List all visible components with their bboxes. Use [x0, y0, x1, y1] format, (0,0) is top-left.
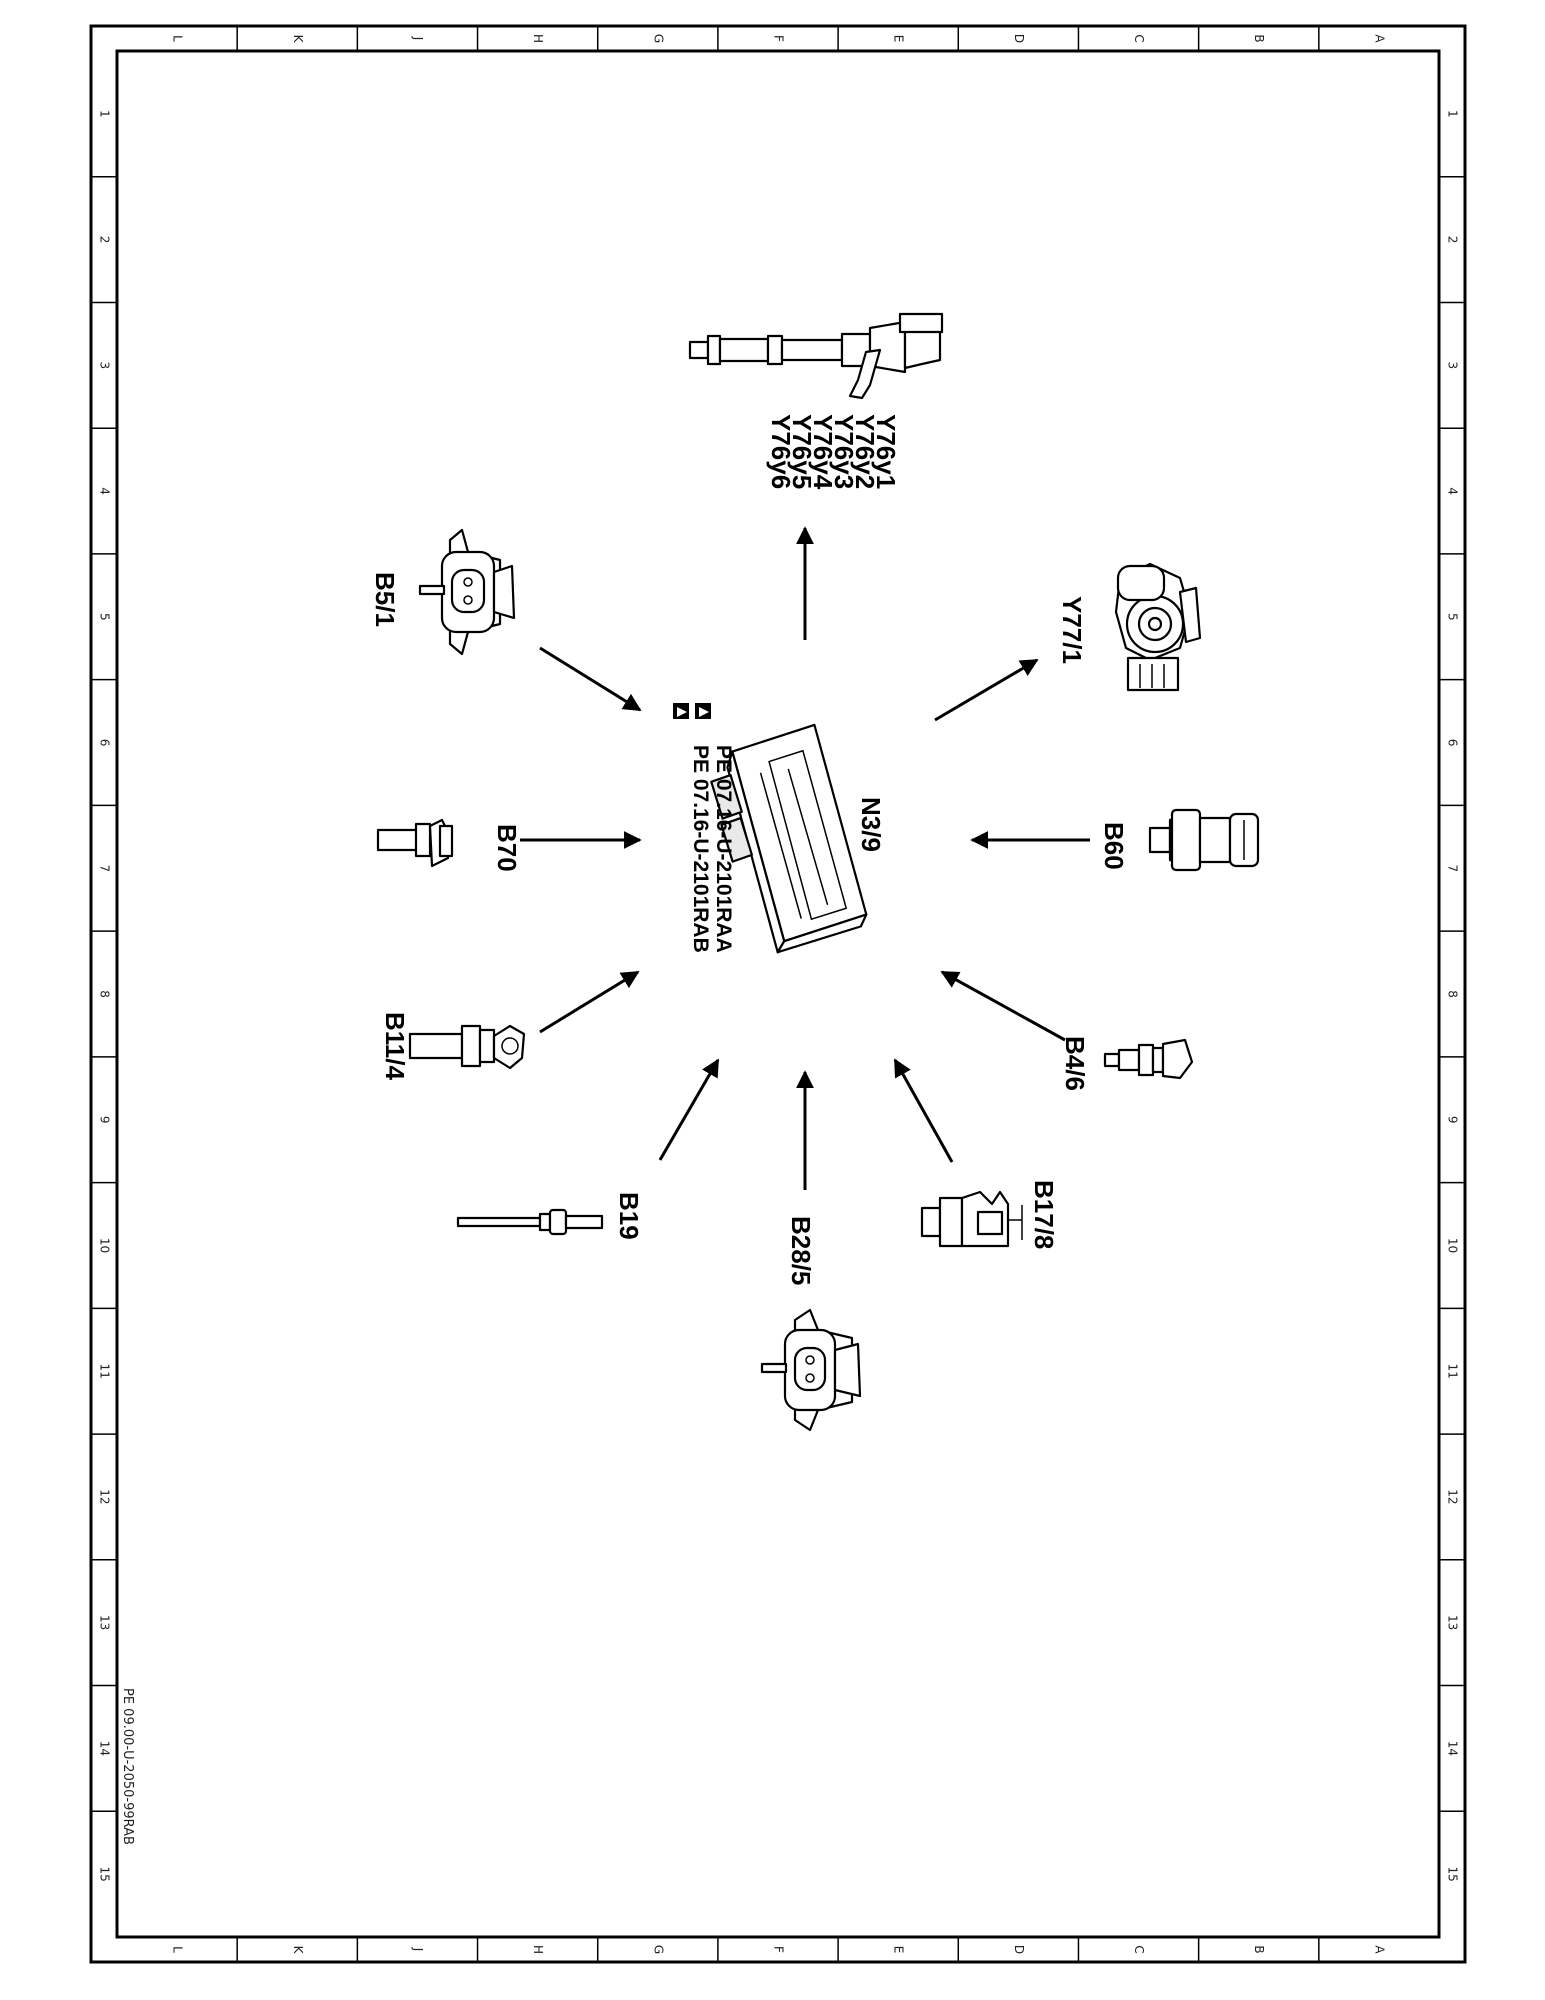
- arrow-from-b19: [658, 1058, 720, 1161]
- row-label-right: 12: [1446, 1489, 1460, 1504]
- column-label-top: H: [531, 34, 545, 43]
- injector-label-y76y3: Y76y3: [829, 414, 859, 489]
- row-label-left: 14: [98, 1741, 112, 1756]
- row-label-left: 8: [98, 990, 112, 998]
- label-y77-1: Y77/1: [1057, 596, 1087, 664]
- component-b4-6: B4/6: [1060, 1036, 1194, 1091]
- component-b19: B19: [456, 1192, 644, 1240]
- arrow-from-b17-8: [893, 1058, 954, 1163]
- row-label-right: 8: [1446, 990, 1460, 998]
- row-label-right: 3: [1446, 362, 1460, 370]
- column-label-top: E: [892, 35, 906, 43]
- row-label-left: 4: [98, 487, 112, 495]
- control-unit-ref-1: PE 07.16-U-2101RAA: [712, 745, 735, 953]
- component-b11-4: B11/4: [380, 1012, 526, 1080]
- label-b70: B70: [492, 824, 522, 872]
- column-label-top: J: [411, 36, 425, 41]
- column-label-bottom: B: [1252, 1945, 1266, 1953]
- component-b70: B70: [376, 818, 522, 872]
- injector-label-y76y2: Y76y2: [850, 414, 880, 489]
- column-label-top: G: [651, 34, 665, 43]
- control-unit-n3-9: N3/9 PE 07.16-U-2101RAA PE 07.16-U-2101R…: [673, 703, 886, 954]
- label-b17-8: B17/8: [1029, 1180, 1059, 1249]
- control-unit-ref-2: PE 07.16-U-2101RAB: [689, 745, 712, 953]
- inner-frame: [115, 49, 1441, 1939]
- column-label-bottom: F: [772, 1946, 786, 1953]
- row-label-left: 12: [98, 1489, 112, 1504]
- row-label-right: 2: [1446, 236, 1460, 244]
- arrow-from-b4-6: [940, 970, 1066, 1042]
- component-b5-1: B5/1: [370, 528, 516, 656]
- injector-label-y76y4: Y76y4: [808, 414, 838, 490]
- injector-label-y76y5: Y76y5: [787, 414, 817, 489]
- injector-label-y76y1: Y76y1: [871, 414, 901, 489]
- row-label-right: 6: [1446, 739, 1460, 747]
- column-label-top: B: [1252, 34, 1266, 42]
- label-b19: B19: [614, 1192, 644, 1240]
- column-label-top: F: [772, 35, 786, 42]
- row-label-right: 9: [1446, 1116, 1460, 1124]
- column-label-bottom: K: [291, 1946, 305, 1955]
- component-b60: B60: [1099, 808, 1260, 872]
- row-label-right: 4: [1446, 487, 1460, 495]
- column-label-top: A: [1372, 34, 1386, 43]
- row-label-left: 15: [98, 1866, 112, 1881]
- injector-labels: Y76y1 Y76y2 Y76y3 Y76y4 Y76y5 Y76y6: [766, 414, 901, 490]
- component-b17-8: B17/8: [920, 1180, 1059, 1249]
- row-label-right: 7: [1446, 864, 1460, 872]
- fuel-injector: [688, 312, 944, 400]
- label-b60: B60: [1099, 822, 1129, 870]
- row-label-left: 2: [98, 236, 112, 244]
- label-b28-5: B28/5: [786, 1216, 816, 1285]
- column-label-top: K: [291, 35, 305, 44]
- arrow-to-y77-1: [934, 658, 1039, 722]
- column-label-bottom: E: [892, 1946, 906, 1954]
- row-label-left: 5: [98, 613, 112, 621]
- column-label-bottom: H: [531, 1945, 545, 1954]
- column-label-top: C: [1132, 34, 1146, 42]
- column-label-bottom: J: [411, 1947, 425, 1952]
- row-label-left: 10: [98, 1238, 112, 1253]
- row-label-left: 9: [98, 1116, 112, 1124]
- column-label-bottom: C: [1132, 1945, 1146, 1953]
- row-label-right: 10: [1446, 1238, 1460, 1253]
- component-b28-5: B28/5: [760, 1216, 862, 1432]
- signal-arrows: [520, 526, 1090, 1190]
- row-label-left: 1: [98, 110, 112, 118]
- row-label-left: 7: [98, 864, 112, 872]
- row-label-left: 6: [98, 739, 112, 747]
- row-label-left: 11: [98, 1364, 112, 1379]
- column-label-bottom: L: [171, 1946, 185, 1953]
- column-label-bottom: D: [1012, 1945, 1026, 1954]
- column-label-bottom: A: [1372, 1945, 1386, 1954]
- row-label-right: 5: [1446, 613, 1460, 621]
- arrow-from-b5-1: [539, 646, 642, 712]
- row-label-right: 15: [1446, 1866, 1460, 1881]
- row-label-right: 14: [1446, 1741, 1460, 1756]
- reference-pointer-icon-2: [673, 703, 689, 719]
- zone-grid-ticks: [91, 26, 1465, 1962]
- label-b4-6: B4/6: [1060, 1036, 1090, 1091]
- column-label-top: L: [171, 35, 185, 42]
- row-label-right: 11: [1446, 1364, 1460, 1379]
- row-label-left: 13: [98, 1615, 112, 1630]
- component-y77-1: Y77/1: [1057, 562, 1202, 692]
- control-unit-label: N3/9: [856, 797, 886, 852]
- label-b11-4: B11/4: [380, 1012, 410, 1080]
- row-label-left: 3: [98, 362, 112, 370]
- reference-pointer-icon-1: [695, 703, 711, 719]
- row-label-right: 1: [1446, 110, 1460, 118]
- outer-frame: [89, 24, 1467, 1964]
- arrow-from-b11-4: [539, 970, 640, 1034]
- column-label-bottom: G: [651, 1945, 665, 1954]
- document-id: PE 09.00-U-2050-99RAB: [120, 1688, 135, 1845]
- injector-label-y76y6: Y76y6: [766, 414, 796, 489]
- column-label-top: D: [1012, 34, 1026, 43]
- label-b5-1: B5/1: [370, 572, 400, 627]
- row-label-right: 13: [1446, 1615, 1460, 1630]
